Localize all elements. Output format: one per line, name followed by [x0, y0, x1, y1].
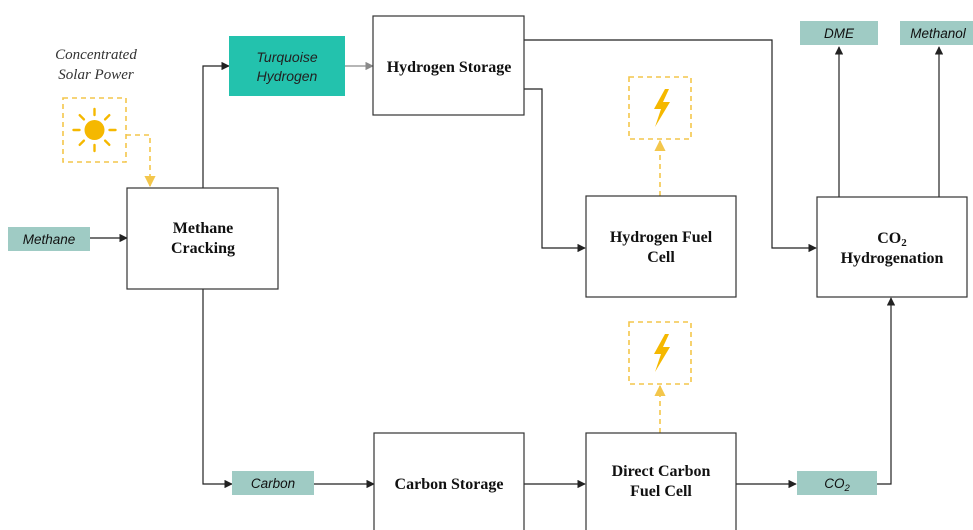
- direct-carbon-fuel-cell-box: Direct Carbon Fuel Cell: [585, 432, 737, 530]
- solar-power-group: Concentrated Solar Power: [55, 47, 137, 163]
- hydrogen-fuel-cell-line1: Hydrogen Fuel: [610, 229, 713, 246]
- solar-label-line2: Solar Power: [58, 67, 134, 83]
- co2-tag-subscript: 2: [843, 483, 850, 494]
- carbon-tag-label: Carbon: [251, 476, 295, 491]
- turquoise-hydrogen-line2: Hydrogen: [257, 68, 318, 84]
- electricity-output-bottom: [628, 321, 692, 385]
- dme-tag-label: DME: [824, 26, 855, 41]
- energy-connectors: [126, 134, 666, 433]
- bolt-dashed-frame-bottom: [628, 321, 692, 385]
- direct-carbon-fuel-cell-line2: Fuel Cell: [630, 483, 692, 500]
- lightning-bolt-icon: [654, 89, 670, 127]
- methane-input-tag: Methane: [8, 227, 90, 251]
- co2-hydrogenation-line2: Hydrogenation: [841, 250, 944, 267]
- co2-tag-co: CO: [824, 476, 845, 491]
- hydrogen-fuel-cell-line2: Cell: [647, 249, 675, 266]
- carbon-storage-box: Carbon Storage: [373, 432, 525, 530]
- connectors: [90, 39, 944, 489]
- co2-hydrogenation-box: CO2 Hydrogenation: [816, 196, 968, 298]
- solar-dashed-frame: [62, 97, 127, 163]
- hydrogen-storage-box: Hydrogen Storage: [372, 15, 525, 116]
- arrow-co2-to-co2-hydrogenation: [877, 297, 896, 485]
- carbon-tag: Carbon: [232, 471, 314, 495]
- methane-cracking-box: Methane Cracking: [126, 187, 279, 290]
- sun-icon: [72, 107, 117, 153]
- co2-output-tag: CO2: [797, 471, 877, 495]
- co2-hydrogenation-subscript: 2: [901, 237, 907, 249]
- arrow-cracking-to-turquoise-hydrogen: [202, 61, 230, 188]
- arrow-cracking-to-carbon: [202, 289, 233, 489]
- turquoise-hydrogen-box: Turquoise Hydrogen: [229, 36, 345, 96]
- methanol-output-tag: Methanol: [900, 21, 973, 45]
- arrow-h2-storage-to-h2-fuel-cell: [524, 88, 586, 253]
- turquoise-hydrogen-line1: Turquoise: [256, 49, 317, 65]
- dashed-arrow-solar-to-cracking: [126, 134, 156, 188]
- lightning-bolt-icon: [654, 334, 670, 372]
- arrow-h2-storage-to-co2-hydrogenation: [524, 39, 817, 253]
- direct-carbon-fuel-cell-line1: Direct Carbon: [612, 463, 711, 480]
- methanol-tag-label: Methanol: [910, 26, 967, 41]
- co2-tag-label: CO2: [824, 476, 850, 494]
- electricity-output-top: [628, 76, 692, 140]
- solar-label-line1: Concentrated: [55, 47, 137, 63]
- carbon-storage-label: Carbon Storage: [395, 476, 504, 493]
- dme-output-tag: DME: [800, 21, 878, 45]
- hydrogen-storage-label: Hydrogen Storage: [387, 59, 512, 76]
- methane-cracking-line1: Methane: [173, 220, 233, 237]
- co2-hydrogenation-line1: CO2: [877, 230, 907, 249]
- methane-tag-label: Methane: [23, 232, 76, 247]
- bolt-dashed-frame-top: [628, 76, 692, 140]
- co2-hydrogenation-co: CO: [877, 230, 901, 247]
- methane-cracking-line2: Cracking: [171, 240, 235, 257]
- hydrogen-fuel-cell-box: Hydrogen Fuel Cell: [585, 195, 737, 298]
